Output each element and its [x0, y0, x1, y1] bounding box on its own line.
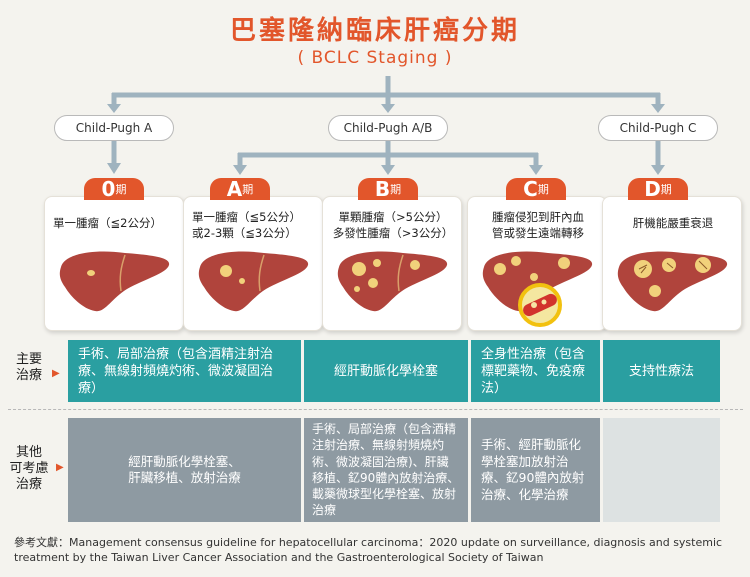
- liver-icon: [482, 251, 593, 327]
- arrowhead-a: [233, 165, 247, 175]
- main-treatment-terminal-text: 支持性療法: [628, 363, 694, 379]
- stage-b-tab: B期: [358, 178, 418, 200]
- main-treatment-advanced-text: 全身性治療（包含標靶藥物、免疫療法）: [481, 346, 586, 396]
- stage-a-suffix: 期: [242, 183, 254, 196]
- tumor-mark: [368, 278, 378, 288]
- stage-b-description: 單顆腫瘤（>5公分） 多發性腫瘤（>3公分）: [332, 210, 454, 240]
- liver-icon: [617, 251, 728, 312]
- triangle-right-icon: ▶: [56, 462, 64, 473]
- other-treatment-advanced-text: 手術、經肝動脈化學栓塞加放射治療、釔90體內放射治療、化學治療: [481, 437, 585, 502]
- arrowhead-0: [107, 163, 121, 174]
- stage-b-card: 單顆腫瘤（>5公分） 多發性腫瘤（>3公分）: [322, 196, 462, 331]
- main-treatment-intermediate-text: 經肝動脈化學栓塞: [333, 363, 438, 379]
- other-treatment-intermediate: 手術、局部治療（包含酒精注射治療、無線射頻燒灼術、微波凝固治療)、肝臟移植、釔9…: [304, 418, 468, 522]
- tumor-mark: [87, 270, 95, 276]
- tumor-mark: [352, 262, 366, 276]
- stage-d-card: 肝機能嚴重衰退: [602, 196, 742, 331]
- reference-note: 參考文獻：Management consensus guideline for …: [14, 535, 739, 565]
- triangle-right-icon: ▶: [52, 368, 60, 379]
- stage-b-letter: B: [374, 177, 391, 201]
- other-treatment-early: 經肝動脈化學栓塞、 肝臟移植、放射治療: [68, 418, 301, 522]
- flow-connectors: [107, 76, 665, 175]
- main-treatment-early-text: 手術、局部治療（包含酒精注射治療、無線射頻燒灼術、微波凝固治療）: [78, 346, 274, 396]
- stage-c-suffix: 期: [537, 183, 549, 196]
- arrowhead-cpa: [107, 104, 121, 113]
- arrowhead-c: [529, 165, 543, 175]
- tumor-mark: [354, 286, 360, 292]
- main-treatment-label-text: 主要 治療: [15, 352, 42, 383]
- main-treatment-advanced: 全身性治療（包含標靶藥物、免疫療法）: [471, 340, 600, 402]
- arrowhead-d: [651, 165, 665, 175]
- page-title: 巴塞隆納臨床肝癌分期: [229, 16, 520, 46]
- stage-a-description: 單一腫瘤（≦5公分） 或2-3顆（≦3公分）: [192, 210, 301, 240]
- child-pugh-c-pill: Child-Pugh C: [598, 115, 718, 141]
- main-treatment-label: 主要 治療: [0, 352, 58, 384]
- liver-icon: [198, 251, 309, 312]
- liver-icon: [337, 251, 448, 312]
- stage-d-description: 肝機能嚴重衰退: [632, 216, 714, 230]
- stage-d-letter: D: [644, 177, 661, 201]
- stage-a-tab: A期: [210, 178, 270, 200]
- stage-d-tab: D期: [628, 178, 688, 200]
- stage-c-card: 腫瘤侵犯到肝內血 管或發生遠端轉移: [467, 196, 607, 331]
- section-divider: [8, 409, 743, 410]
- main-treatment-intermediate: 經肝動脈化學栓塞: [304, 340, 468, 402]
- stage-0-tab: 0期: [84, 178, 144, 200]
- main-treatment-early: 手術、局部治療（包含酒精注射治療、無線射頻燒灼術、微波凝固治療）: [68, 340, 301, 402]
- stage-c-tab: C期: [506, 178, 566, 200]
- reference-label: 參考文獻: [14, 536, 58, 549]
- tumor-mark: [373, 259, 381, 267]
- other-treatment-early-text: 經肝動脈化學栓塞、 肝臟移植、放射治療: [128, 453, 241, 486]
- arrowhead-b: [381, 165, 395, 175]
- liver-icon: [59, 251, 170, 312]
- other-treatment-label: 其他 可考慮 治療: [0, 445, 58, 493]
- stage-0-suffix: 期: [115, 183, 127, 196]
- child-pugh-a-pill: Child-Pugh A: [54, 115, 174, 141]
- other-treatment-advanced: 手術、經肝動脈化學栓塞加放射治療、釔90體內放射治療、化學治療: [471, 418, 600, 522]
- stage-c-description: 腫瘤侵犯到肝內血 管或發生遠端轉移: [492, 210, 584, 240]
- stage-a-letter: A: [226, 177, 243, 201]
- stage-0-letter: 0: [101, 177, 116, 201]
- reference-colon: ：: [58, 536, 69, 549]
- other-treatment-terminal-empty: [603, 418, 720, 522]
- stage-0-card: 單一腫瘤（≦2公分）: [44, 196, 184, 331]
- tumor-mark: [410, 260, 420, 270]
- arrowhead-cpab: [381, 104, 395, 113]
- tumor-mark: [220, 265, 232, 277]
- other-treatment-intermediate-text: 手術、局部治療（包含酒精注射治療、無線射頻燒灼術、微波凝固治療)、肝臟移植、釔9…: [312, 422, 460, 518]
- stage-c-letter: C: [523, 177, 538, 201]
- stage-a-card: 單一腫瘤（≦5公分） 或2-3顆（≦3公分）: [183, 196, 323, 331]
- main-treatment-terminal: 支持性療法: [603, 340, 720, 402]
- reference-text: Management consensus guideline for hepat…: [14, 536, 723, 564]
- page-subtitle: ( BCLC Staging ): [297, 48, 453, 68]
- other-treatment-label-text: 其他 可考慮 治療: [9, 445, 49, 492]
- child-pugh-ab-pill: Child-Pugh A/B: [328, 115, 448, 141]
- stage-0-description: 單一腫瘤（≦2公分）: [53, 216, 162, 230]
- tumor-mark: [239, 278, 245, 284]
- stage-d-suffix: 期: [660, 183, 672, 196]
- arrowhead-cpc: [651, 104, 665, 113]
- stage-b-suffix: 期: [390, 183, 402, 196]
